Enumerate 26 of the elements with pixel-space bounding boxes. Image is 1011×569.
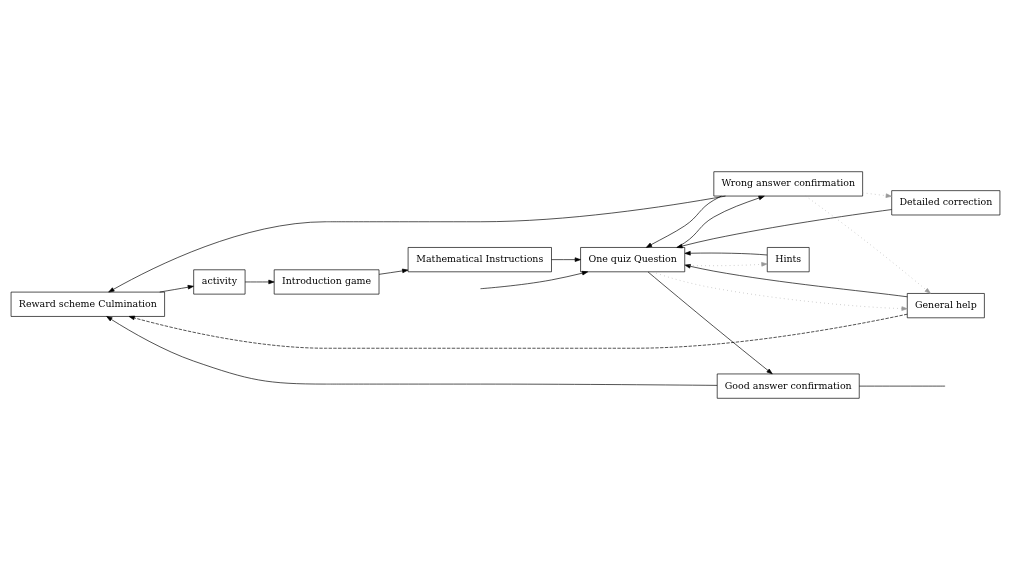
connector	[858, 385, 946, 386]
arrow	[106, 315, 718, 386]
arrow	[684, 250, 768, 255]
node-box: Introduction game	[273, 268, 380, 294]
node-box: Detailed correction	[891, 189, 1001, 215]
arrow	[128, 313, 908, 349]
arrow	[480, 270, 589, 289]
node-box: One quiz Question	[580, 246, 686, 272]
arrow	[108, 195, 726, 292]
arrow	[551, 256, 581, 262]
node-box: Hints	[766, 246, 810, 272]
node-box: Good answer confirmation	[716, 373, 860, 399]
node-box: Wrong answer confirmation	[713, 170, 863, 196]
arrow	[805, 195, 931, 294]
arrow	[862, 192, 892, 198]
arrow	[159, 284, 194, 292]
arrow	[684, 263, 908, 297]
arrow	[684, 261, 768, 267]
node-box: activity	[193, 268, 246, 294]
node-box: Reward scheme Culmination	[10, 291, 165, 317]
arrow	[244, 279, 275, 284]
arrow	[378, 268, 409, 275]
node-box: General help	[906, 292, 985, 318]
arrow	[647, 271, 773, 374]
arrow	[652, 271, 908, 311]
node-box: Mathematical Instructions	[407, 246, 552, 272]
